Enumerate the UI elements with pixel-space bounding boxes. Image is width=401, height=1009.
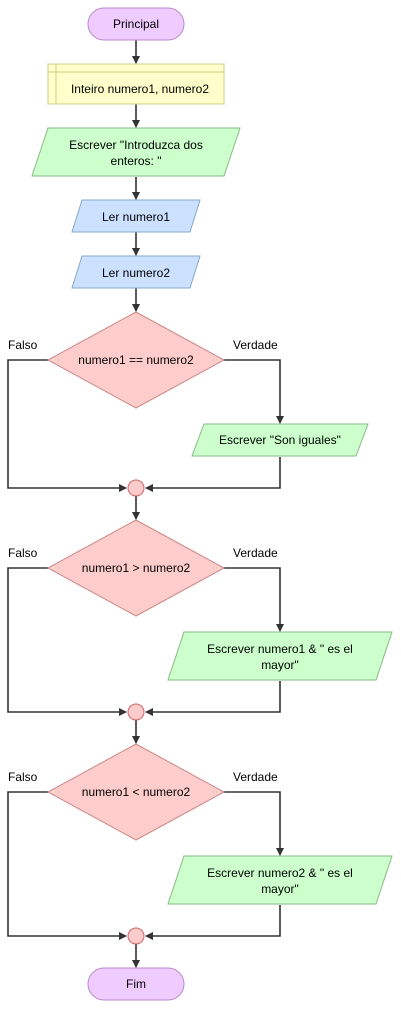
edge-decision1-false xyxy=(7,359,127,492)
edge-write-equal-junction xyxy=(145,457,281,492)
edge-decision2-false xyxy=(7,567,127,716)
write-greater1-label-line1: Escrever numero1 & " es el xyxy=(207,642,353,656)
start-terminal-label: Principal xyxy=(113,17,159,31)
decision-greater-true-label: Verdade xyxy=(233,546,278,560)
write-greater2-output[interactable]: Escrever numero2 & " es el mayor" xyxy=(167,855,393,905)
decision-greater[interactable]: numero1 > numero2 xyxy=(46,519,226,617)
read-numero2-label: Ler numero2 xyxy=(102,266,170,280)
decision-less-true-label: Verdade xyxy=(233,770,278,784)
declare-block-label: Inteiro numero1, numero2 xyxy=(71,82,209,96)
write-greater2-label-line2: mayor" xyxy=(261,882,299,896)
read-numero1-label: Ler numero1 xyxy=(102,210,170,224)
write-intro-output[interactable]: Escrever "Introduzca dos enteros: " xyxy=(31,127,241,177)
start-terminal[interactable]: Principal xyxy=(87,7,185,41)
end-terminal-label: Fim xyxy=(126,977,146,991)
write-greater1-label-line2: mayor" xyxy=(261,658,299,672)
merge-junction-1 xyxy=(127,479,145,497)
write-intro-label-line2: enteros: " xyxy=(111,154,162,168)
merge-junction-2 xyxy=(127,703,145,721)
edges xyxy=(7,40,284,968)
decision-less-label: numero1 < numero2 xyxy=(82,785,191,799)
decision-equal[interactable]: numero1 == numero2 xyxy=(46,311,226,409)
edge-write-greater1-junction xyxy=(145,681,281,716)
edge-decision2-true xyxy=(224,567,284,632)
write-greater2-label-line1: Escrever numero2 & " es el xyxy=(207,866,353,880)
read-numero1-input[interactable]: Ler numero1 xyxy=(71,199,201,233)
decision-equal-false-label: Falso xyxy=(8,338,38,352)
decision-greater-false-label: Falso xyxy=(8,546,38,560)
decision-equal-label: numero1 == numero2 xyxy=(78,353,194,367)
read-numero2-input[interactable]: Ler numero2 xyxy=(71,255,201,289)
edge-write-greater2-junction xyxy=(145,905,281,940)
decision-greater-label: numero1 > numero2 xyxy=(82,561,191,575)
decision-less[interactable]: numero1 < numero2 xyxy=(46,743,226,841)
edge-decision3-true xyxy=(224,791,284,856)
decision-equal-true-label: Verdade xyxy=(233,338,278,352)
end-terminal[interactable]: Fim xyxy=(87,967,185,1001)
edge-decision3-false xyxy=(7,791,127,940)
write-equal-output[interactable]: Escrever "Son iguales" xyxy=(191,423,369,457)
write-equal-label: Escrever "Son iguales" xyxy=(219,433,341,447)
write-intro-label-line1: Escrever "Introduzca dos xyxy=(69,138,203,152)
merge-junction-3 xyxy=(127,927,145,945)
declare-block[interactable]: Inteiro numero1, numero2 xyxy=(47,63,225,105)
write-greater1-output[interactable]: Escrever numero1 & " es el mayor" xyxy=(167,631,393,681)
edge-decision1-true xyxy=(224,359,284,424)
decision-less-false-label: Falso xyxy=(8,770,38,784)
